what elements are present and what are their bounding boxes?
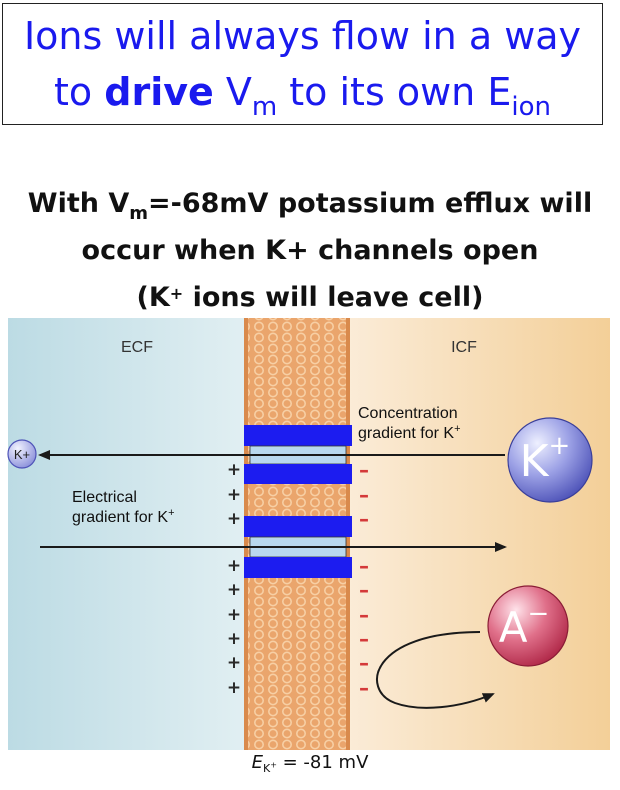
ek-equals: = — [276, 752, 304, 773]
minus-sign: – — [359, 507, 369, 531]
k-ion-large: K+ — [507, 417, 593, 503]
plus-sign: + — [227, 485, 241, 505]
plus-sign: + — [227, 580, 241, 600]
caption-v-subscript: m — [129, 203, 149, 224]
concentration-label-line-2: gradient for K+ — [358, 423, 461, 442]
k-ion-small: K+ — [7, 439, 37, 469]
minus-sign: – — [359, 483, 369, 507]
caption-with-v: With V — [27, 188, 130, 219]
caption-leave-text: ions will leave cell) — [183, 282, 484, 313]
plus-sign: + — [227, 653, 241, 673]
caption: With Vm=-68mV potassium efflux will occu… — [0, 180, 620, 321]
svg-text:K+: K+ — [14, 447, 30, 462]
icf-region — [346, 318, 610, 750]
plus-sign: + — [227, 678, 241, 698]
negative-charges: ––––––––– — [359, 458, 369, 700]
caption-efflux-text: =-68mV potassium efflux will — [148, 188, 593, 219]
icf-label: ICF — [451, 339, 477, 356]
plus-sign: + — [227, 460, 241, 480]
caption-k-superscript: + — [169, 284, 184, 303]
concentration-label-line-1: Concentration — [358, 405, 458, 422]
equilibrium-potential: EK+ = -81 mV — [0, 752, 620, 775]
minus-sign: – — [359, 578, 369, 602]
minus-sign: – — [359, 603, 369, 627]
minus-sign: – — [359, 651, 369, 675]
membrane-diagram: ECF ICF Concentration gradient for K+ El… — [7, 318, 610, 750]
caption-k: (K — [136, 282, 170, 313]
title-line-1: Ions will always flow in a way — [23, 14, 582, 58]
title-text-mid: to its own E — [277, 70, 512, 114]
minus-sign: – — [359, 627, 369, 651]
electrical-label-line-2: gradient for K+ — [72, 507, 175, 526]
anion-large: A− — [487, 585, 569, 667]
minus-sign: – — [359, 554, 369, 578]
plus-sign: + — [227, 629, 241, 649]
minus-sign: – — [359, 676, 369, 700]
anion-curved-arrow — [376, 631, 495, 709]
ek-subscript: K+ — [262, 760, 277, 775]
electrical-label-line-1: Electrical — [72, 489, 137, 506]
positive-charges: + + + + + + + + + — [227, 460, 241, 698]
title-e-subscript: ion — [511, 92, 551, 122]
ek-symbol: E — [251, 752, 263, 773]
title-v: V — [213, 70, 252, 114]
title-v-subscript: m — [251, 92, 278, 122]
ek-value: -81 mV — [303, 752, 369, 773]
caption-line-2: occur when K+ channels open — [81, 235, 539, 266]
caption-line-1: With Vm=-68mV potassium efflux will — [0, 180, 620, 227]
minus-sign: – — [359, 458, 369, 482]
svg-text:K+: K+ — [520, 431, 571, 487]
ecf-label: ECF — [121, 339, 153, 356]
ecf-region — [8, 318, 258, 750]
title-line-2: to drive Vm to its own Eion — [3, 64, 602, 120]
title-drive-word: drive — [104, 70, 214, 114]
title-text-to: to — [54, 70, 105, 114]
title-box: Ions will always flow in a way to drive … — [2, 3, 603, 125]
plus-sign: + — [227, 605, 241, 625]
plus-sign: + — [227, 556, 241, 576]
svg-text:A−: A− — [499, 599, 550, 652]
plus-sign: + — [227, 509, 241, 529]
caption-line-3: (K+ ions will leave cell) — [0, 274, 620, 321]
